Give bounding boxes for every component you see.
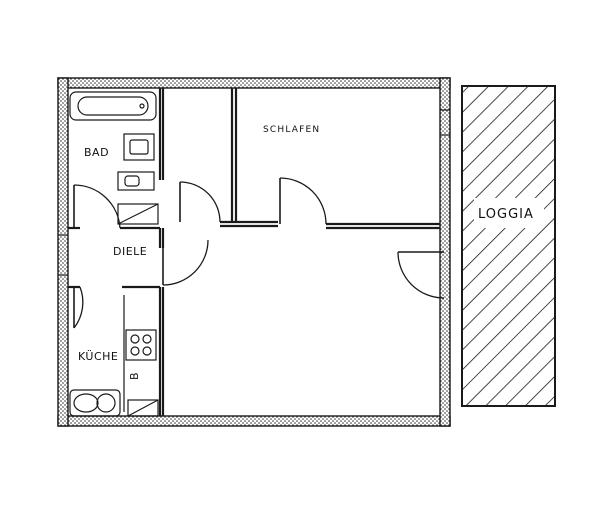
label-schlafen: SCHLAFEN (263, 125, 320, 135)
label-kueche: KÜCHE (78, 350, 118, 363)
label-loggia: LOGGIA (478, 207, 534, 222)
doors (73, 177, 445, 329)
bath-cabinet (117, 203, 159, 225)
label-diele: DIELE (113, 245, 147, 258)
kitchen-cabinet (127, 399, 159, 417)
washbasin (123, 133, 155, 161)
label-b: B (128, 372, 141, 380)
kitchen-sink (69, 389, 121, 417)
loggia-area (461, 85, 556, 407)
windows (58, 109, 450, 276)
stove (125, 329, 157, 361)
bathtub (69, 91, 157, 121)
toilet (117, 171, 155, 191)
label-bad: BAD (84, 146, 109, 159)
